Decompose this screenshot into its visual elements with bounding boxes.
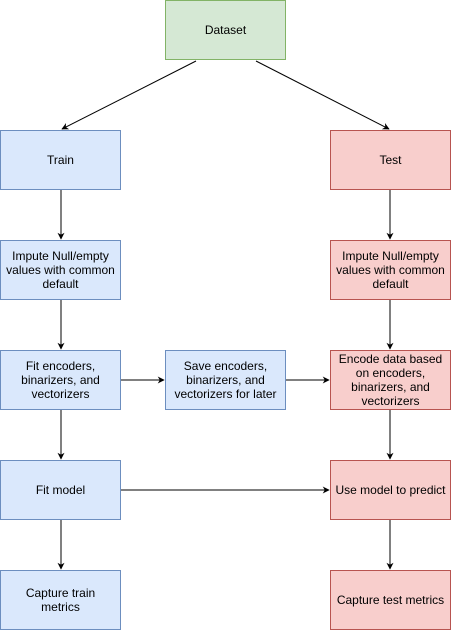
node-impute-train: Impute Null/empty values with common def… [0,240,121,300]
node-train-label: Train [47,153,74,167]
node-capture-train: Capture train metrics [0,570,121,630]
node-fit-model: Fit model [0,460,121,520]
node-fit-encoders-label: Fit encoders, binarizers, and vectorizer… [21,359,100,401]
node-impute-test: Impute Null/empty values with common def… [330,240,451,300]
node-train: Train [0,130,121,190]
node-fit-encoders: Fit encoders, binarizers, and vectorizer… [0,350,121,410]
node-use-model: Use model to predict [330,460,451,520]
node-test: Test [330,130,451,190]
arrow-dataset-to-test [255,60,390,130]
node-encode-data-label: Encode data based on encoders, binarizer… [338,352,443,408]
node-save-encoders: Save encoders, binarizers, and vectorize… [165,350,286,410]
arrow-dataset-to-train [61,60,197,130]
node-dataset-label: Dataset [204,23,247,37]
node-test-label: Test [379,153,402,167]
node-capture-test: Capture test metrics [330,570,451,630]
node-impute-test-label: Impute Null/empty values with common def… [336,249,445,291]
node-capture-train-label: Capture train metrics [25,586,96,614]
node-use-model-label: Use model to predict [335,483,446,497]
node-encode-data: Encode data based on encoders, binarizer… [330,350,451,410]
node-dataset: Dataset [165,0,286,60]
node-capture-test-label: Capture test metrics [336,593,445,607]
node-impute-train-label: Impute Null/empty values with common def… [6,249,115,291]
node-save-encoders-label: Save encoders, binarizers, and vectorize… [174,359,277,401]
node-fit-model-label: Fit model [35,483,86,497]
